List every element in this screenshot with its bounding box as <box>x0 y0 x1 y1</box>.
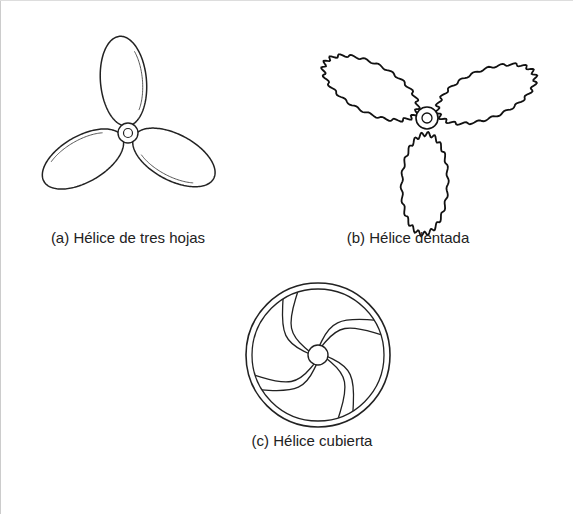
duct-blade-edge <box>282 299 308 353</box>
serrated-blade <box>401 132 449 236</box>
duct-blade-edge <box>262 365 316 391</box>
hub-bore <box>124 129 133 138</box>
duct-ring-inner <box>252 289 384 421</box>
three-blade-propeller <box>42 36 215 189</box>
propeller-hub <box>308 345 328 365</box>
blade-edge-line <box>51 133 102 162</box>
ducted-propeller <box>246 283 390 427</box>
propeller-hub <box>416 107 438 129</box>
frame-edge <box>0 0 573 1</box>
serrated-blade <box>435 63 537 125</box>
blade-edge-line <box>141 155 193 183</box>
hub-bore <box>422 113 432 123</box>
propeller-hub <box>118 123 138 143</box>
frame-edge <box>0 0 1 514</box>
duct-blade-edge <box>328 357 354 411</box>
blade-edge-line <box>134 51 142 110</box>
serrated-blade <box>321 54 419 121</box>
duct-blade-edge <box>255 364 314 382</box>
figure-caption: (a) Hélice de tres hojas <box>51 229 205 247</box>
duct-ring <box>246 283 390 427</box>
duct-blade-edge <box>322 328 381 346</box>
duct-blade-edge <box>320 319 374 345</box>
propeller-blade <box>133 128 215 187</box>
figure-caption: (b) Hélice dentada <box>347 229 470 247</box>
propeller-blade <box>42 129 123 189</box>
duct-blade-edge <box>291 292 309 351</box>
serrated-propeller <box>321 54 537 236</box>
figure-caption: (c) Hélice cubierta <box>252 432 373 450</box>
propeller-blade <box>100 36 146 126</box>
duct-blade-edge <box>327 359 345 418</box>
